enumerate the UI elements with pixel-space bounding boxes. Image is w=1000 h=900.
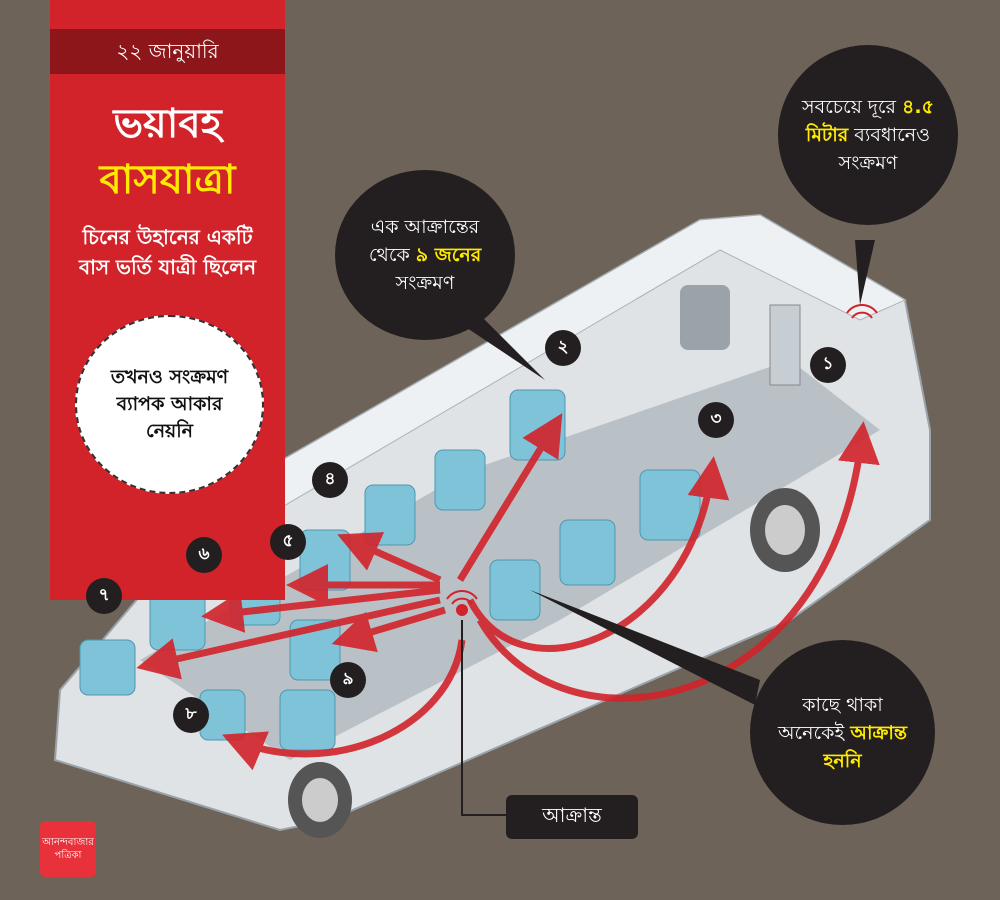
far-bubble-text: সবচেয়ে দূরে [802, 96, 903, 118]
front-wheel-hub [765, 505, 805, 555]
center-bubble-highlight: ৯ জনের [415, 244, 482, 266]
subtitle-line-1: চিনের উহানের একটি [82, 225, 253, 249]
passenger-badge-7: ৭ [86, 578, 122, 614]
arrow-to-6 [201, 586, 441, 633]
near-bubble-text: কাছে থাকা অনেকেই [778, 693, 883, 744]
center-bubble-text-end: সংক্রমণ [395, 272, 455, 294]
far-bubble: সবচেয়ে দূরে ৪.৫ মিটার ব্যবধানেও সংক্রমণ [778, 45, 958, 225]
passenger-badge-5: ৫ [270, 524, 306, 560]
passenger-badge-8: ৮ [173, 697, 209, 733]
near-bubble-highlight: আক্রান্ত হননি [823, 721, 907, 772]
subtitle-line-2: বাস ভর্তি যাত্রী ছিলেন [78, 255, 257, 279]
center-bubble: এক আক্রান্তের থেকে ৯ জনের সংক্রমণ [335, 170, 515, 340]
note-text: তখনও সংক্রমণ ব্যাপক আকার নেয়নি [110, 366, 229, 442]
ticket-machine [769, 304, 801, 386]
title-panel [50, 0, 285, 600]
rear-wheel-hub [302, 778, 338, 822]
far-bubble-text-end: ব্যবধানেও সংক্রমণ [838, 124, 931, 174]
passenger-badge-9: ৯ [330, 662, 366, 698]
passenger-badge-1: ১ [810, 347, 846, 383]
arrow-to-7 [136, 596, 441, 680]
near-bubble: কাছে থাকা অনেকেই আক্রান্ত হননি [750, 640, 935, 825]
center-bubble-text: এক আক্রান্তের থেকে [368, 216, 480, 266]
date-banner: ২২ জানুয়ারি [50, 29, 285, 74]
headline-highlight: বাসযাত্রা [99, 157, 236, 203]
passenger-badge-3: ৩ [698, 402, 734, 438]
infected-pointer-line [461, 620, 506, 816]
headline: ভয়াবহ [113, 101, 222, 147]
arrow-to-2 [457, 413, 563, 582]
passenger-badge-6: ৬ [186, 537, 222, 573]
passenger-1-signal-icon [846, 304, 878, 319]
passenger-badge-4: ৪ [312, 462, 348, 498]
far-bubble-tail [855, 240, 875, 305]
arrow-to-4 [337, 532, 442, 584]
arrow-to-3 [466, 456, 730, 652]
arrow-to-1 [476, 421, 880, 702]
infected-passenger-signal-icon [446, 590, 478, 616]
center-bubble-tail [455, 310, 545, 380]
subtitle: চিনের উহানের একটি বাস ভর্তি যাত্রী ছিলেন [50, 222, 285, 282]
infected-label: আক্রান্ত [506, 795, 638, 839]
driver-seat [680, 285, 730, 350]
passenger-badge-2: ২ [545, 330, 581, 366]
arrow-to-9 [331, 606, 447, 653]
near-bubble-tail [530, 590, 760, 705]
arrow-to-8 [222, 639, 466, 771]
infection-arrows [136, 413, 880, 771]
note-circle: তখনও সংক্রমণ ব্যাপক আকার নেয়নি [75, 315, 264, 494]
anandabazar-logo: আনন্দবাজার পত্রিকা [40, 821, 96, 877]
far-bubble-highlight: ৪.৫ মিটার [805, 96, 934, 146]
